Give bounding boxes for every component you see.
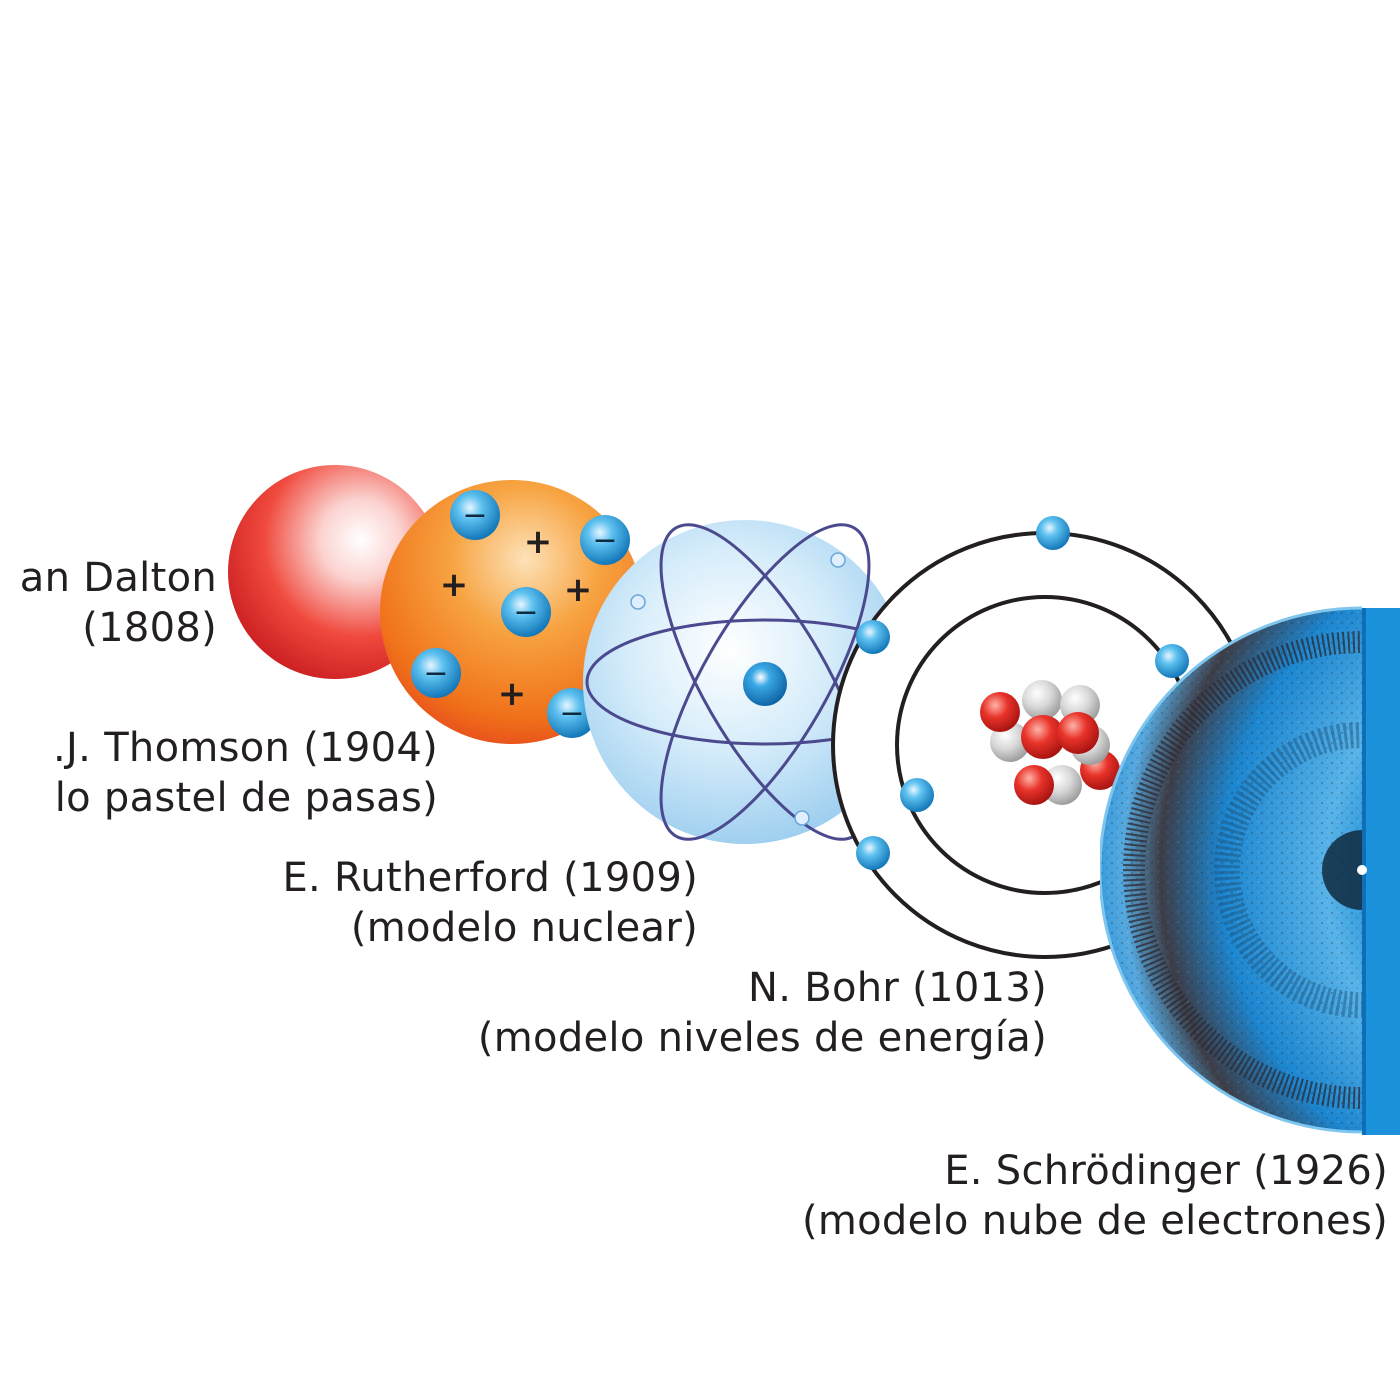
dalton-label: an Dalton (1808) xyxy=(20,553,217,653)
schrodinger-label: E. Schrödinger (1926) (modelo nube de el… xyxy=(802,1146,1388,1246)
thomson-name: .J. Thomson (1904) xyxy=(53,725,438,771)
rutherford-electron xyxy=(630,594,646,610)
thomson-electron: − xyxy=(501,587,551,637)
rutherford-electron xyxy=(794,810,810,826)
schrodinger-model: (modelo nube de electrones) xyxy=(801,1198,1388,1244)
rutherford-label: E. Rutherford (1909) (modelo nuclear) xyxy=(282,853,698,953)
bohr-electron xyxy=(856,836,890,870)
minus-sign: − xyxy=(423,656,448,691)
bohr-name: N. Bohr (1013) xyxy=(748,965,1047,1011)
schrodinger-name: E. Schrödinger (1926) xyxy=(944,1148,1388,1194)
rutherford-nucleus xyxy=(743,662,787,706)
thomson-label: .J. Thomson (1904) lo pastel de pasas) xyxy=(53,723,438,823)
schrodinger-cloud-icon xyxy=(1100,606,1400,1135)
dalton-year: (1808) xyxy=(82,605,217,651)
minus-sign: − xyxy=(592,523,617,558)
rutherford-electron xyxy=(830,552,846,568)
plus-sign: + xyxy=(564,570,593,610)
bohr-electron xyxy=(1036,516,1070,550)
thomson-electron: − xyxy=(411,648,461,698)
thomson-model: lo pastel de pasas) xyxy=(54,775,438,821)
thomson-electron: − xyxy=(580,515,630,565)
bohr-nucleus xyxy=(980,680,1120,805)
bohr-electron xyxy=(1155,644,1189,678)
minus-sign: − xyxy=(559,696,584,731)
minus-sign: − xyxy=(513,595,538,630)
plus-sign: + xyxy=(524,522,553,562)
rutherford-name: E. Rutherford (1909) xyxy=(282,855,698,901)
plus-sign: + xyxy=(498,674,527,714)
plus-sign: + xyxy=(440,565,469,605)
bohr-electron xyxy=(900,778,934,812)
bohr-electron xyxy=(856,620,890,654)
bohr-model: (modelo niveles de energía) xyxy=(477,1015,1047,1061)
minus-sign: − xyxy=(462,498,487,533)
bohr-label: N. Bohr (1013) (modelo niveles de energí… xyxy=(478,963,1047,1063)
dalton-name: an Dalton xyxy=(19,555,217,601)
rutherford-model: (modelo nuclear) xyxy=(350,905,698,951)
thomson-electron: − xyxy=(450,490,500,540)
